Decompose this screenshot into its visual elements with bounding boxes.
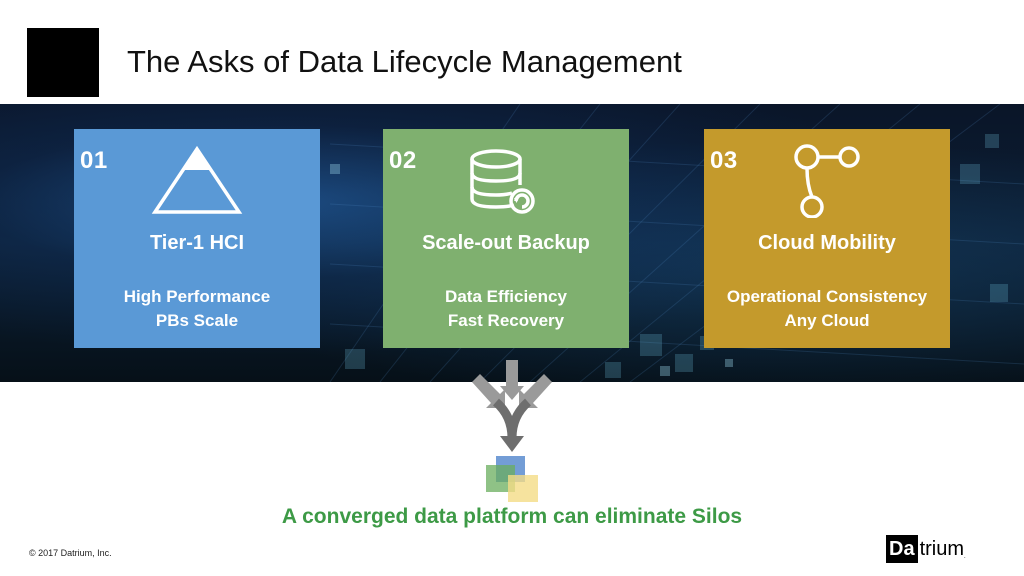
tagline: A converged data platform can eliminate …: [281, 505, 743, 528]
logo-part-da: Da: [886, 535, 918, 563]
slide-title: The Asks of Data Lifecycle Management: [127, 44, 682, 79]
card-line-2: Fast Recovery: [447, 311, 565, 330]
database-backup-icon: [470, 149, 535, 214]
logo-mark: .: [964, 554, 966, 560]
datrium-logo: Da trium .: [886, 534, 966, 564]
card-line-1: Data Efficiency: [445, 287, 567, 306]
branch-nodes-icon: [794, 144, 860, 218]
copyright-notice: © 2017 Datrium, Inc.: [29, 548, 112, 558]
card-cloud-mobility: 03 Cloud Mobility Operational Consistenc…: [704, 129, 950, 348]
card-number: 02: [389, 147, 417, 174]
mountain-icon: [151, 145, 243, 214]
card-title: Tier-1 HCI: [149, 232, 245, 254]
card-number: 01: [80, 147, 108, 174]
card-title: Cloud Mobility: [758, 232, 896, 254]
card-tier1-hci: 01 Tier-1 HCI High Performance PBs Scale: [74, 129, 320, 348]
card-line-1: High Performance: [123, 287, 271, 306]
card-number: 03: [710, 147, 738, 174]
converging-arrows-graphic: [472, 360, 552, 502]
corner-logo-block: [27, 28, 99, 97]
logo-part-trium: trium: [919, 538, 965, 560]
card-title: Scale-out Backup: [422, 232, 590, 254]
card-line-2: PBs Scale: [155, 311, 239, 330]
card-line-1: Operational Consistency: [726, 287, 928, 306]
card-scale-out-backup: 02 Scale-out Backup Data Efficiency Fast…: [383, 129, 629, 348]
card-line-2: Any Cloud: [784, 311, 870, 330]
